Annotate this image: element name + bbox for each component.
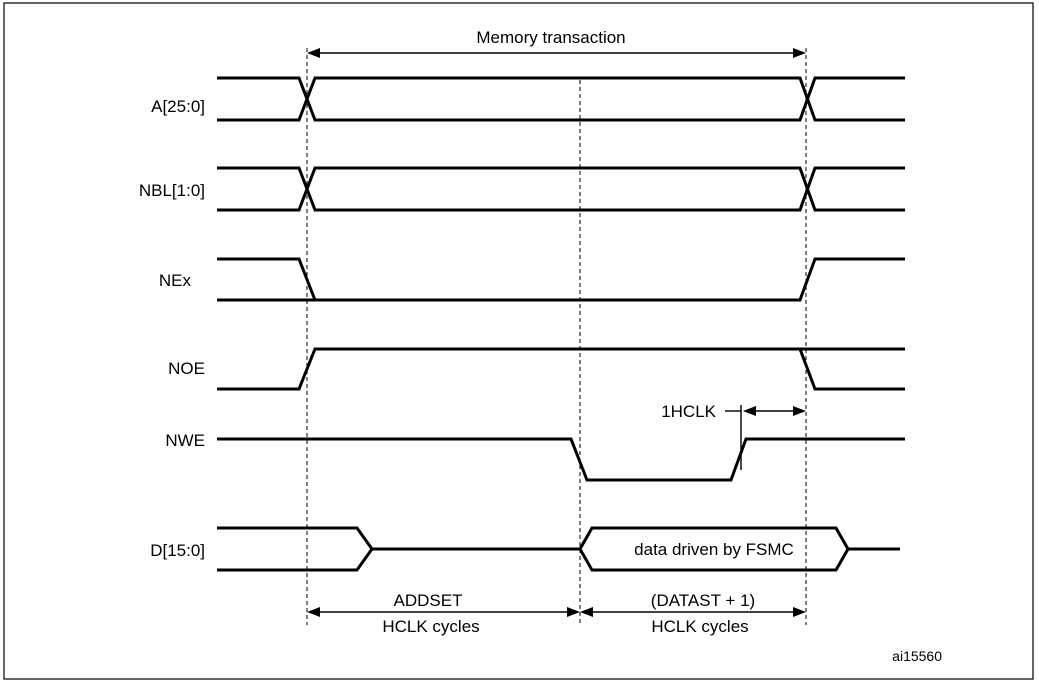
- memory-transaction-label: Memory transaction: [476, 28, 625, 47]
- addset-unit-label: HCLK cycles: [382, 617, 479, 636]
- waveform-noe: [217, 347, 905, 391]
- figure-id: ai15560: [892, 648, 942, 664]
- datast-label: (DATAST + 1): [651, 591, 755, 610]
- signal-label-noe: NOE: [168, 359, 205, 378]
- signal-label-addr: A[25:0]: [151, 97, 205, 116]
- addset-dimension: ADDSET HCLK cycles: [307, 591, 580, 636]
- one-hclk-label: 1HCLK: [661, 402, 716, 421]
- datast-dimension: (DATAST + 1) HCLK cycles: [580, 591, 806, 636]
- signal-label-nex: NEx: [159, 271, 192, 290]
- memory-transaction-dimension: Memory transaction: [307, 28, 806, 58]
- waveform-nex: [217, 257, 905, 302]
- signal-label-nwe: NWE: [165, 431, 205, 450]
- waveform-data: data driven by FSMC: [217, 526, 900, 572]
- data-driven-label: data driven by FSMC: [634, 540, 794, 559]
- waveform-nbl: [217, 166, 905, 212]
- waveform-nwe: [217, 437, 905, 482]
- waveform-addr: [217, 76, 905, 122]
- one-hclk-annotation: 1HCLK: [661, 402, 806, 470]
- signal-label-data: D[15:0]: [150, 541, 205, 560]
- datast-unit-label: HCLK cycles: [651, 617, 748, 636]
- signal-label-nbl: NBL[1:0]: [139, 181, 205, 200]
- addset-label: ADDSET: [394, 591, 463, 610]
- figure-border: [3, 2, 1034, 680]
